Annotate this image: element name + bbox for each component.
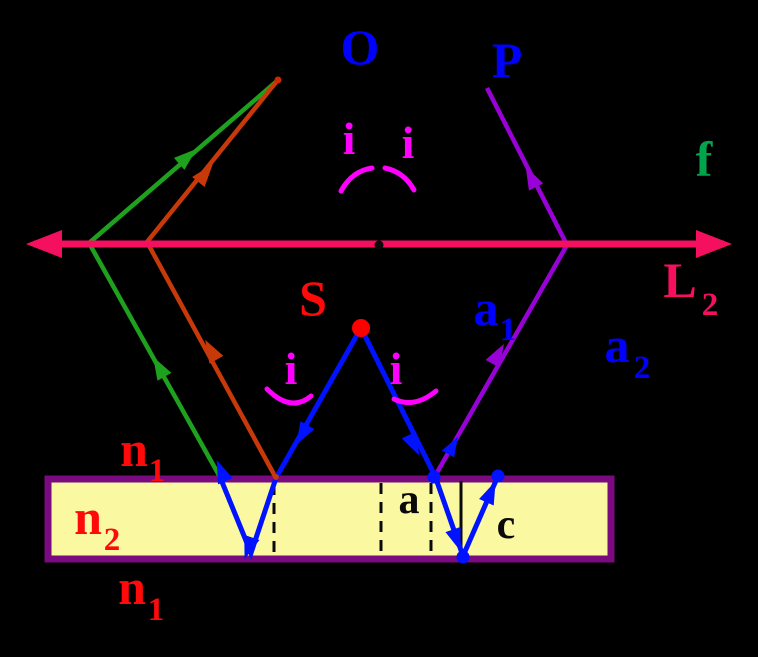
purple-arrow-lower — [485, 343, 504, 368]
label-L2-main: L — [663, 252, 696, 308]
blue-arrow-film-right-up — [479, 481, 496, 506]
label-O: O — [341, 19, 380, 75]
lens-axis — [26, 230, 732, 258]
focus-apex-dot — [274, 76, 282, 84]
label-S: S — [299, 270, 327, 326]
label-critical-angle-c: c — [497, 502, 516, 548]
blue-arrow-source-right — [401, 431, 420, 456]
bottom-reflection-dot — [456, 550, 470, 564]
angle-arcs — [264, 165, 439, 406]
arc-top-left — [338, 165, 375, 194]
label-n2-main: n — [74, 489, 102, 545]
label-n1-top-sub: 1 — [149, 453, 166, 489]
left-entry-dot — [273, 474, 279, 480]
label-i-source-left: i — [285, 343, 298, 394]
film-point-dots — [427, 469, 505, 564]
axis-arrow-left — [26, 230, 62, 258]
blue-arrow-on-a1 — [441, 436, 458, 458]
blue-arrow-film-left-up — [216, 460, 233, 485]
label-n2-sub: 2 — [104, 522, 121, 558]
label-a1-sub: 1 — [500, 312, 517, 348]
purple-arrow-upper — [525, 166, 544, 191]
label-i-top-left: i — [343, 113, 356, 164]
source-dot — [352, 319, 370, 337]
blue-arrow-film-left-down — [244, 534, 260, 560]
blue-arrow-film-right-down — [445, 526, 461, 552]
blue-arrow-source-left — [296, 421, 315, 446]
label-a2-sub: 2 — [634, 350, 651, 386]
labels: O P f L 2 S i i i i a 1 a 2 n 1 n 2 n 1 … — [74, 19, 718, 628]
label-n1-bottom-sub: 1 — [148, 592, 165, 628]
thin-film-slab — [44, 475, 615, 563]
label-a2-main: a — [605, 317, 630, 373]
orange-arrow-lower — [205, 339, 224, 364]
label-a1-main: a — [474, 280, 499, 336]
label-f: f — [696, 131, 714, 187]
right-entry-dot — [427, 470, 441, 484]
label-film-width-a: a — [399, 477, 420, 523]
label-i-top-right: i — [402, 117, 415, 168]
lens-center-dot — [374, 240, 384, 250]
source-ray-left — [273, 326, 364, 480]
axis-arrow-right — [696, 230, 732, 258]
label-i-source-right: i — [390, 343, 403, 394]
arc-source-left — [264, 386, 314, 406]
orange-arrow-upper — [192, 164, 213, 188]
green-arrow-lower — [153, 356, 172, 381]
label-P: P — [492, 32, 523, 88]
label-n1-bottom-main: n — [118, 559, 146, 615]
label-n1-top-main: n — [120, 421, 148, 477]
label-L2-sub: 2 — [702, 287, 719, 323]
green-arrow-upper — [173, 148, 197, 170]
arc-top-right — [382, 165, 417, 193]
film-normals — [272, 481, 463, 555]
arc-source-right — [391, 388, 439, 406]
film-internal-ray-left — [217, 476, 279, 561]
right-exit-dot — [491, 469, 505, 483]
ray-arrowheads — [153, 148, 544, 560]
